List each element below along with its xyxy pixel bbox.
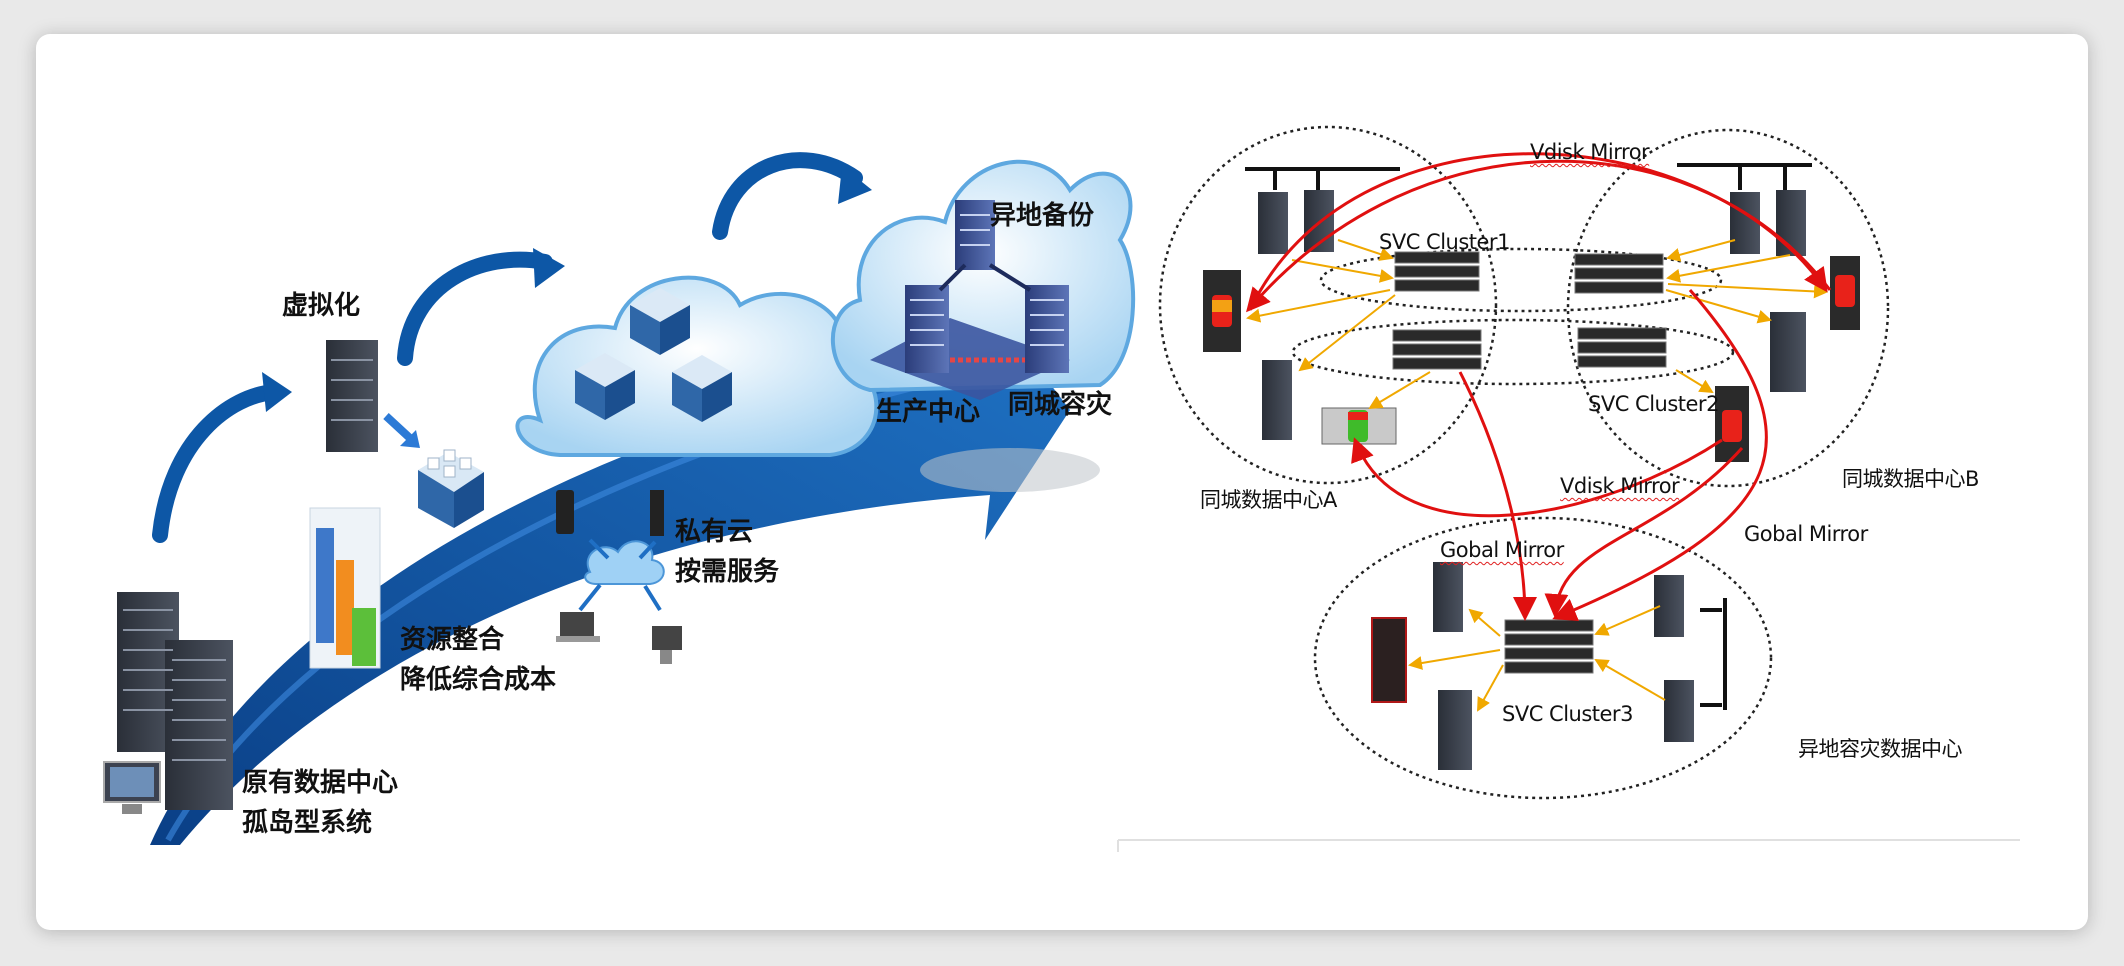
on-demand-devices bbox=[556, 490, 682, 664]
private-cloud bbox=[515, 275, 879, 457]
panel-frame-lines bbox=[1117, 839, 2020, 852]
local-links bbox=[1246, 239, 1828, 712]
datacenter-cloud bbox=[830, 159, 1136, 492]
gobal-mirror-left-label: Gobal Mirror bbox=[1440, 538, 1564, 562]
legacy-dc-title: 原有数据中心 bbox=[242, 768, 399, 798]
virtualization-rack bbox=[326, 340, 378, 452]
virtualization-label: 虚拟化 bbox=[282, 291, 361, 321]
datacenter-a-label: 同城数据中心A bbox=[1200, 488, 1337, 512]
resource-integration-title: 资源整合 bbox=[400, 625, 505, 655]
svc-cluster2-label: SVC Cluster2 bbox=[1588, 392, 1719, 416]
vdisk-mirror-mid-label: Vdisk Mirror bbox=[1560, 474, 1680, 498]
vm-cube bbox=[418, 449, 484, 528]
production-center-label: 生产中心 bbox=[876, 397, 981, 427]
svc-node-stacks bbox=[1392, 251, 1667, 674]
bar-chart-icon bbox=[309, 507, 381, 669]
legacy-dc-subtitle: 孤岛型系统 bbox=[242, 808, 373, 839]
tower-servers bbox=[1258, 190, 1806, 770]
remote-dr-datacenter-label: 异地容灾数据中心 bbox=[1798, 737, 1963, 761]
remote-backup-label: 异地备份 bbox=[990, 201, 1095, 231]
mirror-links bbox=[1246, 152, 1832, 621]
svc-cluster1-label: SVC Cluster1 bbox=[1379, 230, 1510, 254]
legacy-dc-label: 原有数据中心 孤岛型系统 bbox=[242, 763, 398, 844]
svc-cluster3-label: SVC Cluster3 bbox=[1502, 702, 1633, 726]
datacenter-b-label: 同城数据中心B bbox=[1842, 467, 1979, 491]
network-buses bbox=[1245, 163, 1812, 710]
storage-array bbox=[1371, 617, 1407, 703]
private-cloud-subtitle: 按需服务 bbox=[675, 557, 780, 588]
legacy-server-group bbox=[103, 592, 233, 814]
resource-integration-subtitle: 降低综合成本 bbox=[400, 665, 557, 696]
private-cloud-label: 私有云 按需服务 bbox=[675, 512, 779, 593]
gobal-mirror-right-label: Gobal Mirror bbox=[1744, 522, 1868, 546]
vdisk-mirror-top-label: Vdisk Mirror bbox=[1530, 140, 1650, 164]
datacenter-zones bbox=[1158, 125, 1890, 800]
local-dr-label: 同城容灾 bbox=[1008, 390, 1113, 420]
resource-integration-label: 资源整合 降低综合成本 bbox=[400, 620, 556, 701]
step-arrows bbox=[152, 152, 863, 543]
private-cloud-title: 私有云 bbox=[675, 517, 754, 547]
storage-units bbox=[1203, 256, 1860, 462]
